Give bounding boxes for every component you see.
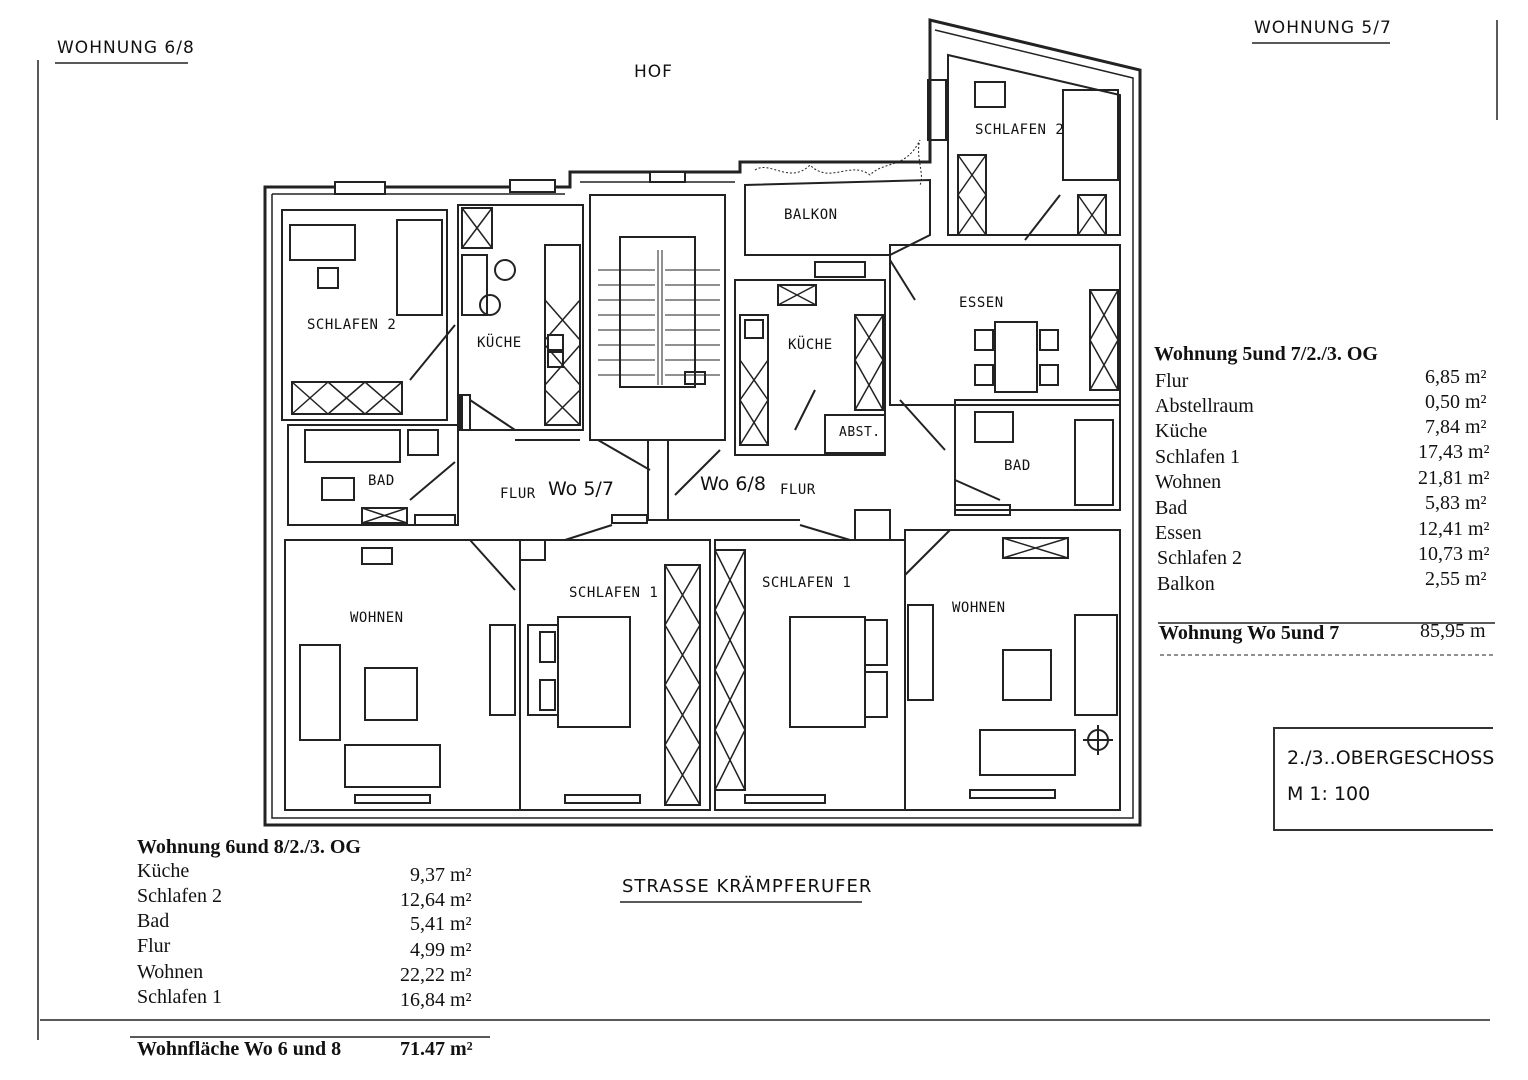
table68-row-area: 22,22 m² <box>400 964 472 986</box>
table57-row-name: Wohnen <box>1155 471 1222 493</box>
table57-row-name: Balkon <box>1157 573 1215 595</box>
table57-row-area: 6,85 m² <box>1425 366 1487 388</box>
label-wo57: Wo 5/7 <box>548 478 614 500</box>
room-essen: ESSEN <box>959 295 1004 311</box>
wohnung-57-label: WOHNUNG 5/7 <box>1254 18 1392 38</box>
street-label: STRASSE KRÄMPFERUFER <box>622 876 873 897</box>
room-abst: ABST. <box>839 425 881 440</box>
table57-row-area: 7,84 m² <box>1425 416 1487 438</box>
scale-label: M 1: 100 <box>1287 783 1371 805</box>
room-wohnen-left: WOHNEN <box>350 610 404 626</box>
label-wo68: Wo 6/8 <box>700 473 766 495</box>
table68-total-label: Wohnfläche Wo 6 und 8 <box>137 1038 342 1060</box>
wohnung-68-label: WOHNUNG 6/8 <box>57 38 195 58</box>
table57-row-area: 10,73 m² <box>1418 543 1490 565</box>
table68-total-area: 71.47 m² <box>400 1038 473 1060</box>
table57-row-area: 5,83 m² <box>1425 492 1487 514</box>
room-kueche-right: KÜCHE <box>788 337 833 353</box>
table57-row-name: Flur <box>1155 370 1189 392</box>
table57-total-label: Wohnung Wo 5und 7 <box>1159 622 1340 644</box>
room-kueche-left: KÜCHE <box>477 335 522 351</box>
hof-label: HOF <box>634 62 673 82</box>
table68-row-area: 16,84 m² <box>400 989 472 1011</box>
room-schlafen1-left: SCHLAFEN 1 <box>569 585 659 601</box>
room-flur-left: FLUR <box>500 486 536 502</box>
table57-row-area: 12,41 m² <box>1418 518 1490 540</box>
table68-row-name: Bad <box>137 910 170 932</box>
room-schlafen1-right: SCHLAFEN 1 <box>762 575 852 591</box>
room-bad-right: BAD <box>1004 458 1031 474</box>
table68-row-area: 12,64 m² <box>400 889 472 911</box>
table68-row-area: 4,99 m² <box>410 939 472 961</box>
table68-row-name: Schlafen 2 <box>137 885 222 907</box>
table57-row-area: 0,50 m² <box>1425 391 1487 413</box>
room-balkon: BALKON <box>784 207 838 223</box>
table57-row-area: 17,43 m² <box>1418 441 1490 463</box>
floor-scale-box: 2./3..OBERGESCHOSS M 1: 100 <box>1273 727 1495 831</box>
table68-row-area: 9,37 m² <box>410 864 472 886</box>
table57-row-name: Bad <box>1155 497 1188 519</box>
table57-row-name: Abstellraum <box>1155 395 1254 417</box>
room-schlafen2-left: SCHLAFEN 2 <box>307 317 397 333</box>
room-bad-left: BAD <box>368 473 395 489</box>
table57-row-name: Schlafen 2 <box>1157 547 1242 569</box>
table57-row-name: Essen <box>1155 522 1202 544</box>
table57-row-area: 21,81 m² <box>1418 467 1490 489</box>
room-wohnen-right: WOHNEN <box>952 600 1006 616</box>
table57-row-name: Schlafen 1 <box>1155 446 1240 468</box>
table68-row-name: Flur <box>137 935 171 957</box>
table68-row-name: Schlafen 1 <box>137 986 222 1008</box>
table57-title: Wohnung 5und 7/2./3. OG <box>1154 343 1378 365</box>
room-schlafen2-right: SCHLAFEN 2 <box>975 122 1065 138</box>
table57-row-area: 2,55 m² <box>1425 568 1487 590</box>
table57-row-name: Küche <box>1155 420 1208 442</box>
table57-total-area: 85,95 m <box>1420 620 1486 642</box>
table68-row-name: Wohnen <box>137 961 204 983</box>
floor-label: 2./3..OBERGESCHOSS <box>1287 747 1495 769</box>
room-flur-right: FLUR <box>780 482 816 498</box>
table68-row-name: Küche <box>137 860 190 882</box>
table68-title: Wohnung 6und 8/2./3. OG <box>137 836 361 858</box>
table68-row-area: 5,41 m² <box>410 913 472 935</box>
